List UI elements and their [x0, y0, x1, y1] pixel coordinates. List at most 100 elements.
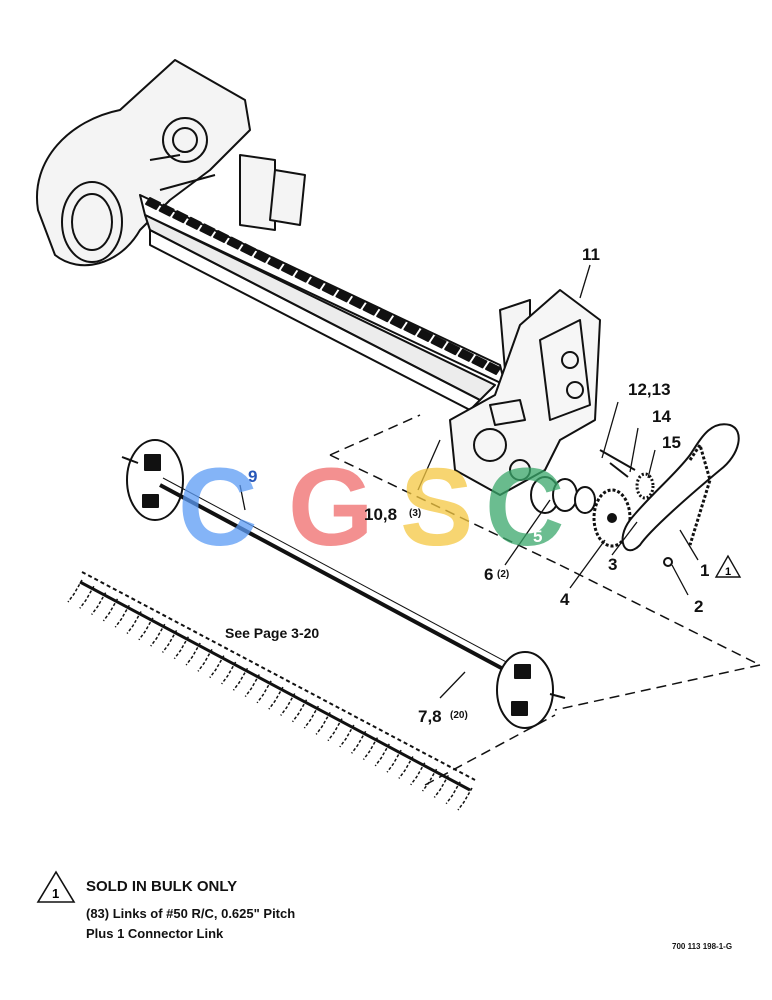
reel-tine: [327, 718, 343, 742]
conveyor-slat: [281, 263, 297, 276]
reel-tine: [268, 686, 284, 710]
callout-5: 5: [533, 527, 542, 546]
callout-4: 4: [560, 590, 570, 609]
conveyor-slat: [389, 315, 406, 329]
reel-tine: [232, 667, 249, 691]
reel-disc-right: [496, 651, 566, 729]
side-frame: [449, 289, 601, 496]
reel-tine: [150, 623, 166, 647]
reel-disc-left: [121, 439, 184, 521]
reel-tine: [197, 648, 213, 672]
reel-tine: [79, 585, 95, 609]
callout-leaders: [239, 264, 699, 699]
conveyor-slat: [267, 256, 284, 270]
reel-tine: [161, 630, 178, 653]
conveyor-slat: [403, 322, 420, 336]
conveyor-slat: [226, 236, 243, 250]
note-line-links: (83) Links of #50 R/C, 0.625" Pitch: [86, 906, 296, 921]
watermark-letter-c2: C: [485, 446, 564, 569]
conveyor-slat: [172, 210, 189, 224]
callout-15: 15: [662, 433, 681, 452]
callout-12-13: 12,13: [628, 380, 671, 399]
svg-text:1: 1: [52, 886, 59, 901]
document-number: 700 113 198-1-G: [672, 942, 733, 951]
conveyor-slat: [376, 309, 393, 323]
callout-7-8: 7,8: [418, 707, 442, 726]
reel-tine: [386, 749, 402, 773]
conveyor-slat: [145, 197, 161, 210]
reel-tine: [126, 611, 142, 634]
reel-tine: [410, 762, 426, 786]
conveyor-slat: [349, 296, 365, 309]
reel-tine: [398, 756, 414, 779]
note-title: SOLD IN BULK ONLY: [86, 878, 238, 895]
reel-tine: [280, 693, 296, 716]
sprocket-small: [599, 449, 655, 500]
reel-tine: [138, 617, 154, 641]
callout-6-qty: (2): [497, 569, 509, 580]
callout-10-8-qty: (3): [409, 508, 421, 519]
conveyor-slat: [485, 362, 501, 375]
callout-14: 14: [652, 407, 671, 426]
reel-tine: [244, 674, 260, 697]
reel-tine: [374, 743, 390, 767]
callout-2: 2: [694, 597, 703, 616]
reel-tine: [102, 598, 119, 622]
reel-tine: [291, 699, 308, 723]
reel-tine: [351, 730, 367, 754]
conveyor-slat: [335, 289, 352, 303]
conveyor-slat: [294, 269, 311, 283]
callout-1-flag: 1: [714, 554, 742, 578]
reel-tine: [303, 705, 320, 729]
reel-tine: [256, 680, 272, 704]
watermark-letter-g: G: [288, 446, 374, 569]
callout-10-8: 10,8: [364, 505, 397, 524]
conveyor-slat: [253, 249, 270, 263]
callout-11: 11: [582, 245, 600, 264]
conveyor-slat: [308, 276, 325, 290]
drive-hub: [530, 476, 596, 514]
callout-9: 9: [248, 467, 257, 486]
reel-tine: [362, 737, 379, 761]
conveyor-slats: [145, 197, 501, 375]
note-flag-triangle: 1: [36, 870, 76, 903]
conveyor-slat: [199, 223, 216, 237]
conveyor-slat: [430, 335, 447, 349]
dashed-leader-lines: [329, 414, 761, 786]
reel-tine: [433, 775, 450, 798]
reel-tine: [221, 661, 237, 685]
callout-6b: 6: [565, 527, 571, 538]
reel-shaft: [159, 477, 524, 680]
conveyor-slat: [185, 216, 202, 230]
callout-3: 3: [608, 555, 617, 574]
conveyor-slat: [158, 203, 175, 217]
reel-tine: [67, 579, 83, 603]
conveyor-slat: [444, 342, 461, 356]
conveyor-slat: [471, 355, 488, 369]
callout-7-8-qty: (20): [450, 710, 468, 721]
conveyor-slat: [321, 282, 338, 296]
reel-tine: [457, 787, 473, 811]
sprocket-large: [592, 488, 632, 548]
reel-bat-assembly: [79, 571, 476, 792]
watermark-letter-c1: C: [178, 446, 257, 569]
conveyor-slat: [457, 348, 474, 362]
reel-tine: [91, 592, 107, 616]
svg-text:1: 1: [725, 566, 731, 578]
callout-1: 1: [700, 561, 709, 580]
chain-plate: [621, 423, 740, 567]
note-line-connector: Plus 1 Connector Link: [86, 926, 224, 941]
reel-tine: [339, 724, 355, 748]
conveyor-slat: [362, 302, 379, 316]
callout-6: 6: [484, 565, 493, 584]
reel-tine: [445, 781, 461, 805]
reel-tine: [114, 604, 130, 628]
reel-tine: [173, 636, 190, 660]
gearbox-housing: [35, 59, 251, 267]
reel-tine: [315, 711, 331, 735]
see-page-reference: See Page 3-20: [225, 625, 319, 641]
reel-tines: [67, 579, 473, 811]
conveyor-slat: [213, 230, 229, 243]
watermark-cgsc: C G S C: [178, 446, 564, 569]
